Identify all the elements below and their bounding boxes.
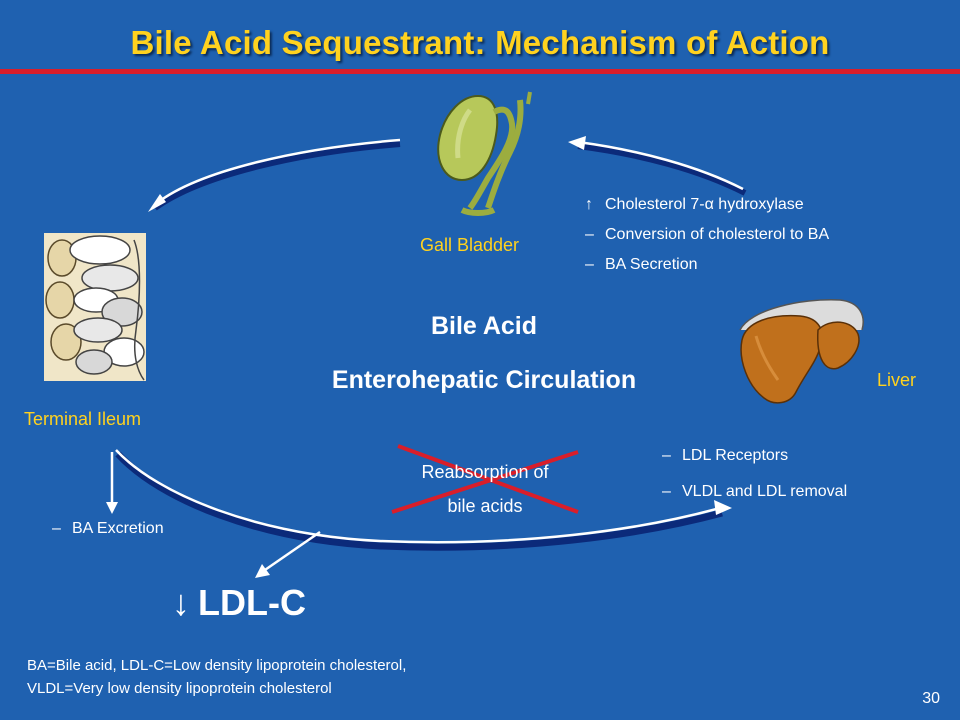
ba-excretion-text: BA Excretion [72, 520, 164, 537]
ldl-c-text: LDL-C [198, 582, 306, 623]
reabsorption-cross [391, 444, 579, 514]
terminal-ileum-icon [44, 233, 146, 381]
gall-effect-text: Conversion of cholesterol to BA [605, 226, 830, 243]
liver-label: Liver [877, 370, 917, 390]
gall-effects-list: ↑ Cholesterol 7-α hydroxylase –Conversion… [585, 190, 829, 280]
footnote: BA=Bile acid, LDL-C=Low density lipoprot… [27, 654, 406, 700]
arrow-liver-to-gall [568, 136, 747, 196]
title-rule [0, 69, 960, 74]
gall-effect-text: BA Secretion [605, 256, 698, 273]
change-symbol: – [662, 483, 671, 500]
liver-effect-text: LDL Receptors [682, 447, 789, 464]
gall-effect-item: ↑ Cholesterol 7-α hydroxylase [585, 190, 829, 220]
gall-effect-item: –BA Secretion [585, 250, 829, 280]
gall-bladder-label: Gall Bladder [420, 235, 520, 255]
liver-effect-item: –VLDL and LDL removal [662, 474, 847, 510]
arrow-ileum-to-liver [115, 449, 732, 551]
page-number: 30 [922, 690, 940, 707]
liver-effects-list: –LDL Receptors –VLDL and LDL removal [662, 438, 847, 510]
ldl-c-result: ↓LDL-C [172, 582, 306, 624]
increase-symbol: ↑ [585, 196, 593, 213]
arrow-to-ldl-c [255, 530, 321, 578]
ba-excretion-label: –BA Excretion [52, 520, 164, 538]
gall-effect-item: –Conversion of cholesterol to BA [585, 220, 829, 250]
liver-icon [739, 299, 864, 404]
reabsorption-line1: Reabsorption of [421, 462, 549, 482]
center-title-line1: Bile Acid [430, 312, 538, 340]
change-symbol: – [662, 447, 671, 464]
reabsorption-text: Reabsorption of bile acids [385, 455, 585, 523]
change-symbol: – [585, 226, 594, 243]
arrow-ba-excretion [106, 452, 118, 514]
decrease-arrow-icon: ↓ [172, 582, 190, 623]
change-symbol: – [52, 520, 61, 537]
gall-bladder-icon [437, 91, 532, 216]
footnote-line1: BA=Bile acid, LDL-C=Low density lipoprot… [27, 657, 407, 674]
terminal-ileum-label: Terminal Ileum [24, 409, 142, 429]
liver-effect-item: –LDL Receptors [662, 438, 847, 474]
arrow-gall-to-ileum [148, 138, 401, 212]
footnote-line2: VLDL=Very low density lipoprotein choles… [27, 680, 332, 697]
slide-title: Bile Acid Sequestrant: Mechanism of Acti… [130, 24, 830, 61]
reabsorption-line2: bile acids [447, 496, 523, 516]
liver-effect-text: VLDL and LDL removal [682, 483, 848, 500]
center-title-line2: Enterohepatic Circulation [331, 366, 637, 394]
gall-effect-text: Cholesterol 7-α hydroxylase [605, 196, 804, 213]
change-symbol: – [585, 256, 594, 273]
